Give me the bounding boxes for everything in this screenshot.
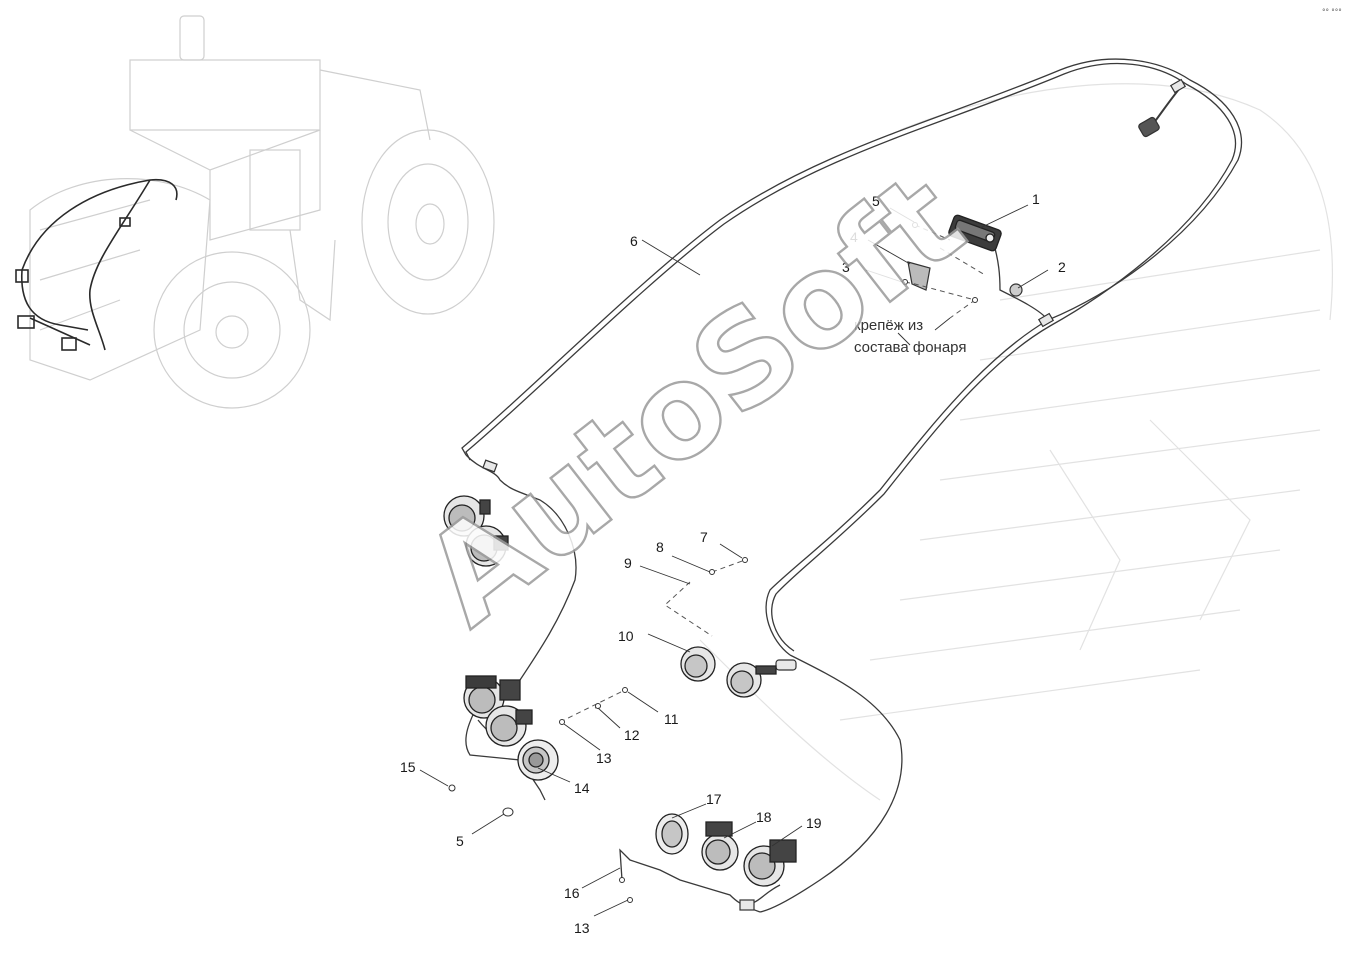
callout-18: 18 (756, 809, 772, 825)
lamp-group-lower-right (655, 813, 797, 887)
callout-8: 8 (656, 539, 664, 555)
note-line-1: крепёж из (854, 317, 923, 334)
watermark: AutoSoft (397, 145, 990, 654)
callout-17: 17 (706, 791, 722, 807)
callout-6: 6 (630, 233, 638, 249)
tractor-harness (15, 178, 178, 351)
callout-15: 15 (400, 759, 416, 775)
callout-19: 19 (806, 815, 822, 831)
background-ghost-outline (699, 83, 1333, 801)
callout-7: 7 (700, 529, 708, 545)
lamp-group-10 (680, 646, 777, 698)
callout-5-bottom: 5 (456, 833, 464, 849)
callout-16: 16 (564, 885, 580, 901)
lamp-group-lower-left (463, 675, 559, 781)
fasteners (448, 222, 978, 903)
grommet-2 (1009, 283, 1023, 297)
harness-connectors (482, 78, 1187, 911)
callout-14: 14 (574, 780, 590, 796)
callout-10: 10 (618, 628, 634, 644)
callout-labels: 1 2 3 4 5 6 7 8 9 10 11 12 13 14 15 5 17… (400, 191, 1066, 936)
callout-1: 1 (1032, 191, 1040, 207)
tractor-illustration (29, 15, 495, 409)
callout-13-mid: 13 (596, 750, 612, 766)
callout-13-bottom: 13 (574, 920, 590, 936)
lamp-group-upper-left (443, 495, 509, 567)
leader-lines (419, 204, 1049, 917)
callout-11: 11 (664, 711, 679, 727)
callout-5-top: 5 (872, 193, 880, 209)
corner-mark: °° °°° (1322, 8, 1342, 16)
callout-2: 2 (1058, 259, 1066, 275)
bracket-4 (907, 261, 931, 291)
note-line-2: состава фонаря (854, 339, 966, 356)
lamp-housing-1 (948, 214, 1002, 252)
callout-12: 12 (624, 727, 640, 743)
callout-9: 9 (624, 555, 632, 571)
fastener-note: крепёж из состава фонаря (854, 317, 966, 356)
callout-4: 4 (850, 229, 858, 245)
callout-3: 3 (842, 259, 850, 275)
